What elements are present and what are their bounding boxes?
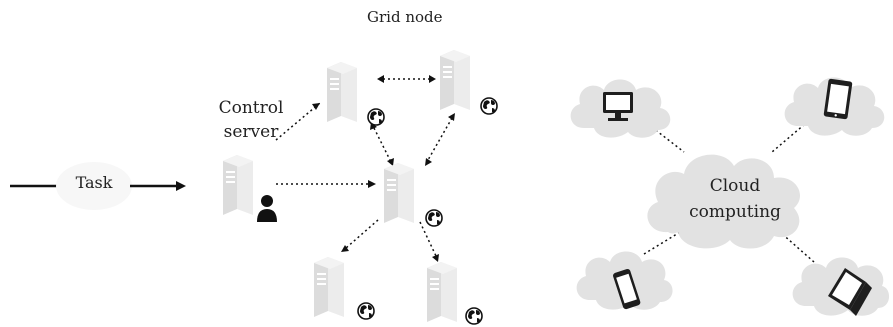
control-server-label: Control server [214, 96, 288, 144]
grid-connections [275, 78, 453, 257]
task-label: Task [75, 173, 113, 192]
cloud-icon [647, 154, 801, 249]
globe-icon [367, 108, 385, 126]
server-grid-1 [327, 62, 357, 122]
user-icon [257, 195, 277, 222]
globe-icon [465, 307, 483, 325]
cloud-computing-line2: computing [689, 202, 781, 222]
grid-node-title: Grid node [367, 8, 443, 26]
server-grid-2 [440, 50, 470, 110]
globe-icon [425, 209, 443, 227]
smartphone-icon [613, 268, 641, 310]
control-server-line1: Control [218, 98, 284, 118]
cloud-computing-label: Cloud computing [680, 173, 790, 225]
server-grid-5 [427, 262, 457, 322]
cloud-connections [639, 117, 815, 263]
cloud-computing-line1: Cloud [709, 176, 761, 196]
server-grid-3 [384, 163, 414, 223]
monitor-icon [603, 92, 633, 121]
task-arrow [10, 162, 186, 210]
globe-icon [480, 97, 498, 115]
globe-icon [357, 302, 375, 320]
control-server-line2: server [223, 122, 279, 142]
tablet-icon [823, 78, 853, 120]
server-grid-4 [314, 257, 344, 317]
server-control [223, 155, 253, 215]
laptop-icon [828, 268, 872, 316]
